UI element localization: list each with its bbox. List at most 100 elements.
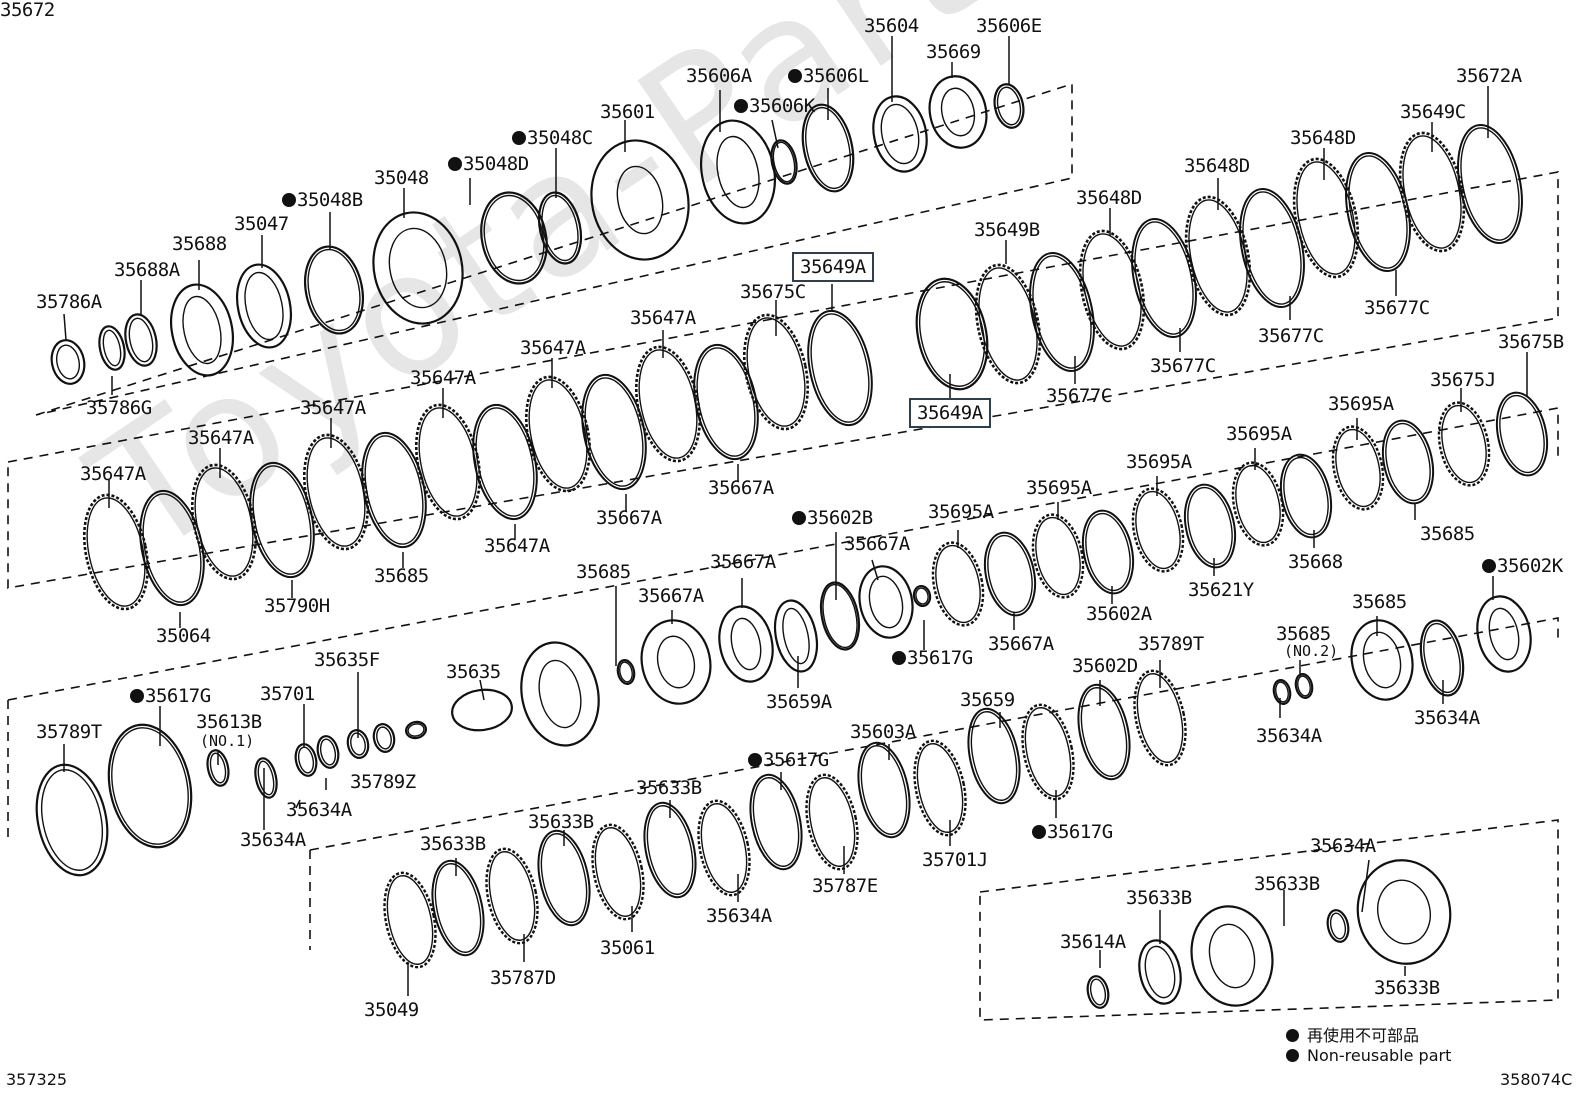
ring-part (801, 103, 855, 193)
part-number: 35787D (490, 967, 556, 989)
ring-part (485, 847, 539, 945)
ring-part (967, 707, 1021, 805)
part-label: 35648D (1076, 188, 1142, 208)
ring-inner-edge (716, 135, 760, 209)
part-label: 35047 (234, 214, 289, 234)
ring-part (1292, 157, 1360, 279)
part-label: 35649C (1400, 102, 1466, 122)
part-number: 35633B (528, 811, 594, 833)
part-label: 35633B (1126, 888, 1192, 908)
part-label: 35695A (1026, 478, 1092, 498)
ring-part (858, 565, 914, 639)
part-label: 35675B (1498, 332, 1564, 352)
part-label: 35695A (1126, 452, 1192, 472)
ring-inner-edge (805, 106, 851, 190)
part-number: 35602A (1086, 603, 1152, 625)
ring-inner-edge (752, 777, 800, 867)
part-number: 35048D (463, 153, 529, 175)
ring-inner-edge (376, 726, 392, 750)
ring-inner-edge (656, 635, 696, 689)
ring-inner-edge (1335, 428, 1381, 508)
part-number: 35634A (286, 799, 352, 821)
part-number: 35667A (988, 633, 1054, 655)
ring-inner-edge (916, 743, 964, 833)
part-number: 35648D (1184, 155, 1250, 177)
ring-part (107, 723, 193, 849)
ring-part (1078, 229, 1146, 351)
ring-inner-edge (1085, 512, 1131, 592)
part-label: 35647A (80, 464, 146, 484)
part-number: 35634A (1310, 835, 1376, 857)
part-number: 35677C (1150, 355, 1216, 377)
part-label: 35048C (512, 128, 593, 148)
ring-part (749, 773, 803, 871)
ring-part (1138, 939, 1182, 1005)
part-label: 35634A (1256, 726, 1322, 746)
part-number: 35659A (766, 691, 832, 713)
part-number: 35685 (576, 561, 631, 583)
part-number: 35635 (446, 661, 501, 683)
part-label: 35677C (1258, 326, 1324, 346)
part-number: 35787E (812, 875, 878, 897)
part-label: 35695A (928, 502, 994, 522)
ring-inner-edge (1144, 945, 1176, 999)
part-number: 35647A (630, 307, 696, 329)
ring-inner-edge (540, 833, 588, 923)
ring-inner-edge (782, 607, 810, 665)
ring-inner-edge (1235, 464, 1281, 544)
part-number: 35602D (1072, 655, 1138, 677)
ring-part (472, 403, 538, 521)
part-number: 35649A (800, 256, 866, 278)
ring-part (974, 263, 1042, 385)
non-reusable-dot-icon (282, 193, 296, 207)
ring-part (1350, 619, 1414, 701)
part-number: 35606E (976, 15, 1042, 37)
ring-part (697, 799, 751, 897)
ring-inner-edge (616, 165, 664, 235)
ring-inner-edge (1402, 135, 1462, 249)
ring-inner-edge (528, 379, 588, 489)
part-label: 35667A (596, 508, 662, 528)
part-label: 35617G (748, 750, 829, 770)
ring-inner-edge (1080, 687, 1128, 777)
ring-part (304, 245, 364, 335)
part-label: 35649B (974, 220, 1040, 240)
part-label: 35685 (374, 566, 429, 586)
part-label: 35790H (264, 596, 330, 616)
ring-inner-edge (111, 727, 189, 845)
part-number: 35695A (1126, 451, 1192, 473)
ring-inner-edge (1297, 675, 1311, 697)
part-number: 35667A (708, 477, 774, 499)
ring-inner-edge (915, 587, 929, 605)
ring-inner-edge (407, 723, 425, 737)
ring-inner-edge (102, 329, 122, 367)
ring-part (170, 283, 234, 377)
ring-part (1294, 673, 1314, 699)
part-label: 35649A (909, 398, 991, 428)
ring-part (1031, 513, 1085, 599)
ring-inner-edge (1187, 486, 1233, 566)
part-label: 35695A (1226, 424, 1292, 444)
ring-inner-edge (868, 575, 904, 629)
illustration-code-left: 357325 (6, 1070, 68, 1089)
ring-inner-edge (1329, 912, 1347, 940)
part-number: 35601 (600, 101, 655, 123)
ring-part (591, 823, 645, 921)
part-label: 35647A (520, 338, 586, 358)
ring-inner-edge (297, 746, 315, 774)
ring-inner-edge (388, 227, 448, 309)
part-label: 35617G (130, 686, 211, 706)
ring-inner-edge (1441, 404, 1487, 484)
non-reusable-dot-icon (1032, 825, 1046, 839)
ring-inner-edge (434, 863, 482, 953)
part-number: 35604 (864, 15, 919, 37)
part-number: 35633B (1374, 977, 1440, 999)
part-number: 35649A (917, 402, 983, 424)
ring-inner-edge (808, 777, 856, 867)
non-reusable-dot-icon (1286, 1029, 1299, 1042)
leader-lines (63, 36, 1528, 996)
ring-part (1381, 419, 1435, 505)
part-label: 35604 (864, 16, 919, 36)
part-number: 35048B (297, 189, 363, 211)
part-label: 35049 (364, 1000, 419, 1020)
